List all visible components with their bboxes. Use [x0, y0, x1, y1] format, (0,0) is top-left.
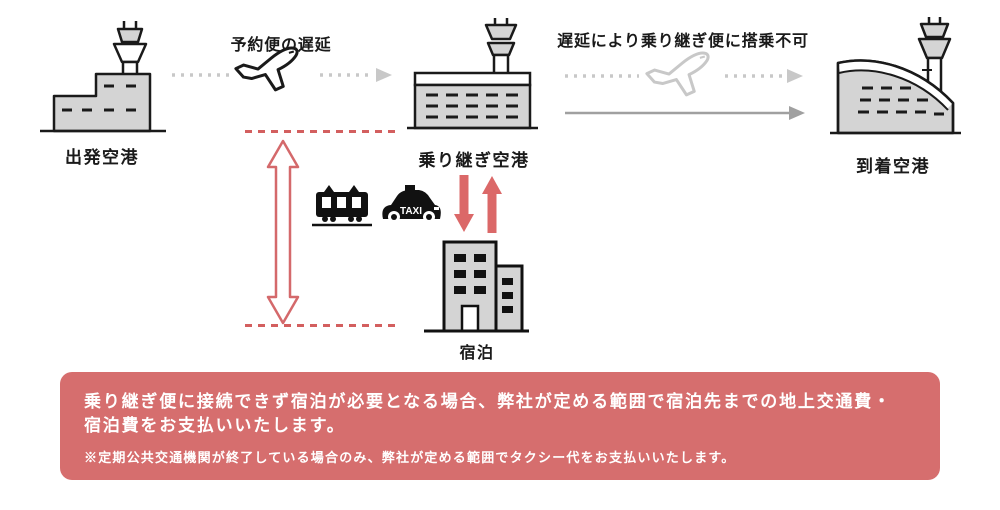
first-leg-caption: 予約便の遅延 [230, 37, 332, 54]
second-leg-solid-arrow [565, 106, 805, 120]
compensation-main-text: 乗り継ぎ便に接続できず宿泊が必要となる場合、弊社が定める範囲で宿泊先までの地上交… [84, 392, 892, 435]
transfer-airport-label: 乗り継ぎ空港 [418, 151, 530, 170]
lower-dashed-line [245, 324, 401, 327]
second-leg-dotted-arrow [565, 69, 803, 83]
hotel-shuttle-arrows [454, 175, 502, 233]
ground-transfer-range-arrow [266, 139, 300, 325]
taxi-sign-text: TAXI [400, 206, 422, 217]
taxi-icon: TAXI [382, 185, 441, 223]
hotel-icon [424, 240, 529, 333]
arrival-airport-icon [830, 17, 961, 135]
arrival-airport-label: 到着空港 [856, 157, 930, 176]
compensation-note-text: ※定期公共交通機関が終了している場合のみ、弊社が定める範囲でタクシー代をお支払い… [84, 449, 736, 465]
departure-airport-label: 出発空港 [65, 148, 139, 167]
airplane-unavailable-icon [645, 51, 710, 97]
departure-airport-icon [40, 21, 166, 133]
transfer-airport-icon [407, 18, 538, 130]
airplane-icon [234, 46, 299, 92]
second-leg-caption: 遅延により乗り継ぎ便に搭乗不可 [557, 33, 809, 50]
upper-dashed-line [245, 130, 401, 133]
first-leg-dotted-arrow [172, 68, 392, 82]
train-icon [312, 185, 372, 227]
compensation-notice-box: 乗り継ぎ便に接続できず宿泊が必要となる場合、弊社が定める範囲で宿泊先までの地上交… [60, 372, 940, 480]
hotel-label: 宿泊 [459, 345, 495, 362]
